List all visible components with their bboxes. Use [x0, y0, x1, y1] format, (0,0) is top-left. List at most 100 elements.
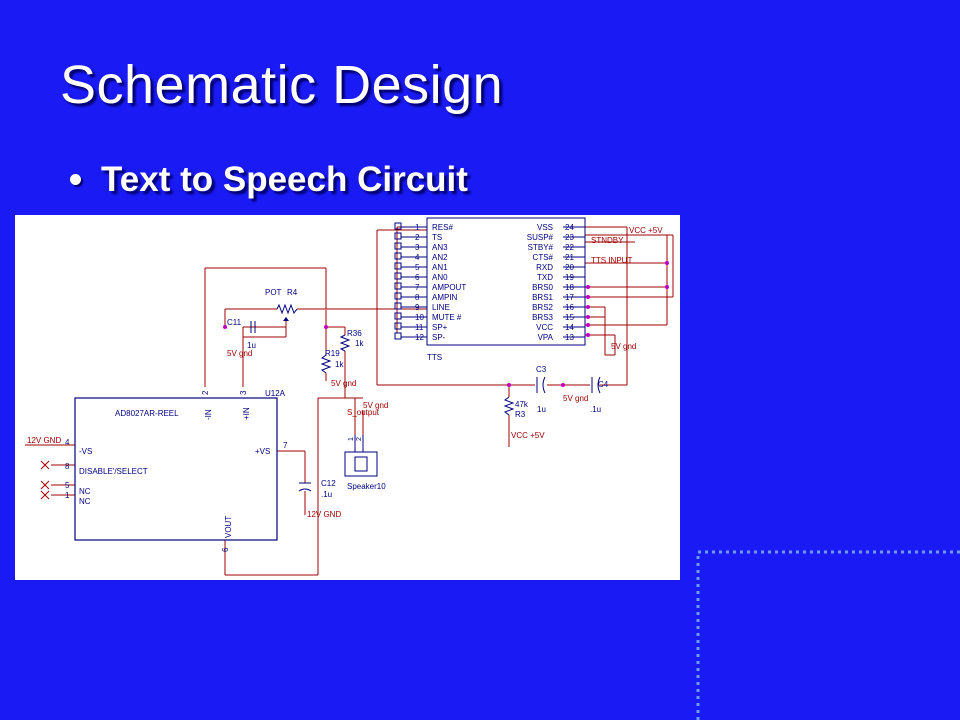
opamp-block: AD8027AR-REEL U12A -VS DISABLE'/SELECT N…: [65, 389, 288, 552]
tts-pin-name: AN2: [432, 253, 448, 262]
tts-pin-number: 20: [565, 263, 574, 272]
s-output-label: S_output: [347, 408, 380, 417]
pin-in-neg: -IN: [204, 409, 213, 420]
tts-pin-box: [394, 262, 402, 270]
tts-pin-box: [394, 232, 402, 240]
r3-value: 47k: [515, 400, 529, 409]
capacitor-c11: C11 1u 5V gnd: [227, 318, 256, 358]
tts-pin-box: [394, 332, 402, 340]
slide-title: Schematic Design: [60, 55, 504, 115]
tts-pin-name: BRS3: [532, 313, 553, 322]
tts-pin-number: 15: [565, 313, 574, 322]
tts-pin-number: 9: [415, 303, 420, 312]
tts-pin-box: [394, 252, 402, 260]
tts-pin-box: [394, 322, 402, 330]
corner-decoration: [696, 550, 960, 720]
pin-num-7: 7: [283, 441, 288, 450]
r19-value: 1k: [335, 360, 344, 369]
pot-label: POT: [265, 288, 282, 297]
c3-gnd: 5V gnd: [563, 394, 588, 403]
pin-in-pos: +IN: [242, 407, 251, 420]
r19-gnd: 5V gnd: [331, 379, 356, 388]
resistor-r36: R36 1k: [339, 329, 364, 352]
tts-pin-number: 5: [415, 263, 420, 272]
tts-pin-number: 13: [565, 333, 574, 342]
tts-pin-name: VPA: [538, 333, 554, 342]
pin-num-5: 5: [65, 481, 70, 490]
tts-pin-number: 16: [565, 303, 574, 312]
tts-pin-name: CTS#: [533, 253, 554, 262]
tts-pin-name: VSS: [537, 223, 553, 232]
capacitor-c4: C4 .1u: [590, 376, 609, 414]
pin-disable: DISABLE'/SELECT: [79, 467, 148, 476]
bullet-item: Text to Speech Circuit: [70, 162, 468, 197]
pin-vout: VOUT: [224, 516, 233, 538]
speaker-10: 1 2 Speaker10 5V gnd S_output: [344, 401, 388, 491]
tts-pin-box: [394, 312, 402, 320]
tts-pin-name: LINE: [432, 303, 450, 312]
tts-pin-box: [394, 292, 402, 300]
tts-pin-name: SP-: [432, 333, 446, 342]
tts-pin-number: 7: [415, 283, 420, 292]
bullet-text: Text to Speech Circuit: [101, 160, 468, 199]
pin-num-1: 1: [65, 491, 70, 500]
r3-label: R3: [515, 410, 526, 419]
tts-pin-name: RXD: [536, 263, 553, 272]
tts-pin-number: 23: [565, 233, 574, 242]
c3-value: 1u: [537, 405, 546, 414]
pin-nc-2: NC: [79, 497, 91, 506]
tts-pin-name: RES#: [432, 223, 453, 232]
tts-pin-name: AMPIN: [432, 293, 458, 302]
tts-pin-number: 17: [565, 293, 574, 302]
c12-label: C12: [321, 479, 336, 488]
tts-pin-name: BRS1: [532, 293, 553, 302]
tts-pin-number: 10: [415, 313, 424, 322]
resistor-r19: R19 1k 5V gnd: [320, 349, 356, 388]
c11-gnd: 5V gnd: [227, 349, 252, 358]
c12-value: .1u: [321, 490, 332, 499]
tts-pin-number: 18: [565, 283, 574, 292]
gnd-right-label: 5V gnd: [611, 342, 636, 351]
c4-label: C4: [598, 380, 609, 389]
tts-pin-number: 6: [415, 273, 420, 282]
tts-pin-name: SUSP#: [527, 233, 554, 242]
stndby-label: STNDBY: [591, 236, 624, 245]
tts-pin-box: [394, 282, 402, 290]
tts-pin-box: [394, 242, 402, 250]
speaker-label: Speaker10: [347, 482, 386, 491]
pin-num-3: 3: [239, 390, 248, 395]
capacitor-c3: C3 1u 5V gnd: [536, 365, 588, 414]
tts-pin-name: BRS0: [532, 283, 553, 292]
pin-num-2: 2: [201, 390, 210, 395]
tts-pin-name: AN3: [432, 243, 448, 252]
tts-pin-number: 8: [415, 293, 420, 302]
tts-pin-name: AN0: [432, 273, 448, 282]
pin-nc-1: NC: [79, 487, 91, 496]
pin-num-6: 6: [221, 547, 230, 552]
tts-pin-name: SP+: [432, 323, 448, 332]
tts-label: TTS: [427, 353, 442, 362]
tts-pin-number: 21: [565, 253, 574, 262]
speaker-gnd: 5V gnd: [363, 401, 388, 410]
tts-pin-name: BRS2: [532, 303, 553, 312]
tts-pin-name: TXD: [537, 273, 553, 282]
tts-pin-number: 1: [415, 223, 420, 232]
tts-input-label: TTS INPUT: [591, 256, 632, 265]
c4-value: .1u: [590, 405, 601, 414]
tts-pin-name: TS: [432, 233, 442, 242]
tts-pin-name: MUTE #: [432, 313, 462, 322]
speaker-pin-1: 1: [348, 437, 355, 441]
tts-pin-number: 2: [415, 233, 420, 242]
c11-label: C11: [227, 318, 242, 327]
capacitor-c12: C12 .1u 12V GND: [298, 479, 341, 519]
pin-vs-neg: -VS: [79, 447, 92, 456]
tts-pin-number: 22: [565, 243, 574, 252]
tts-pin-number: 24: [565, 223, 574, 232]
opamp-ref: U12A: [265, 389, 286, 398]
r19-label: R19: [325, 349, 340, 358]
vcc-top-label: VCC +5V: [629, 226, 663, 235]
gnd-12v-left-label: 12V GND: [27, 436, 61, 445]
